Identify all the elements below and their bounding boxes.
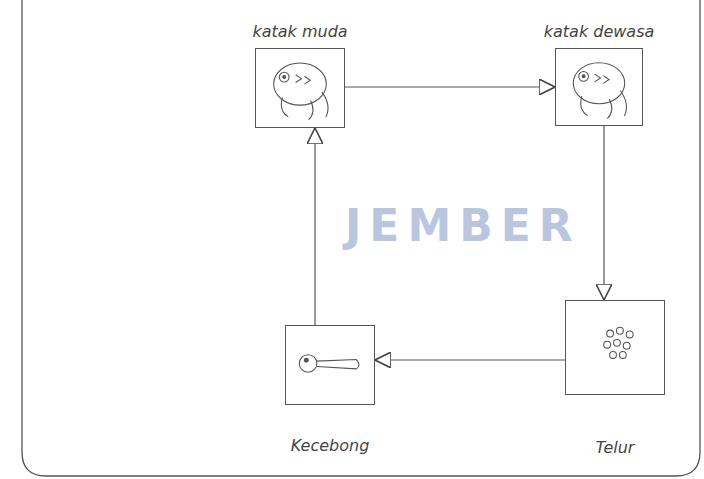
tadpole-tail <box>317 360 359 369</box>
frog-drawing <box>274 63 328 120</box>
young-frog-box: katak muda <box>255 48 345 128</box>
stage-label: Kecebong <box>291 436 370 455</box>
egg <box>610 352 617 359</box>
adult-frog-box: katak dewasa <box>555 48 643 126</box>
egg <box>604 341 611 348</box>
frog-eye <box>279 72 289 82</box>
frog-pupil <box>582 75 585 78</box>
egg <box>614 339 621 346</box>
egg <box>607 330 614 337</box>
frog-eye <box>579 71 589 81</box>
cycle-arrow <box>345 86 555 87</box>
cycle-arrow <box>603 126 604 300</box>
egg <box>623 342 630 349</box>
egg-box: Telur <box>565 300 665 395</box>
tadpole-drawing <box>299 355 359 373</box>
frog-drawing <box>573 63 626 119</box>
cycle-arrow <box>375 359 565 360</box>
egg <box>616 327 623 334</box>
illustration <box>286 326 374 404</box>
frog-marks <box>296 75 311 84</box>
illustration <box>256 49 344 127</box>
tadpole-head <box>299 355 317 373</box>
illustration <box>556 49 642 125</box>
frog-marks <box>595 74 609 83</box>
frog-legs <box>281 92 328 120</box>
stage-label: Telur <box>596 438 635 457</box>
cycle-arrow <box>314 128 315 325</box>
watermark: JEMBER <box>345 200 581 251</box>
frog-legs <box>581 91 627 119</box>
egg <box>619 352 626 359</box>
egg <box>626 331 633 338</box>
illustration <box>566 301 664 394</box>
rounded-border <box>22 0 700 476</box>
frog-pupil <box>283 76 286 79</box>
eggs-drawing <box>604 327 633 358</box>
tadpole-box: Kecebong <box>285 325 375 405</box>
stage-label: katak dewasa <box>544 22 655 41</box>
tadpole-eye <box>304 358 308 362</box>
stage-label: katak muda <box>252 22 347 41</box>
